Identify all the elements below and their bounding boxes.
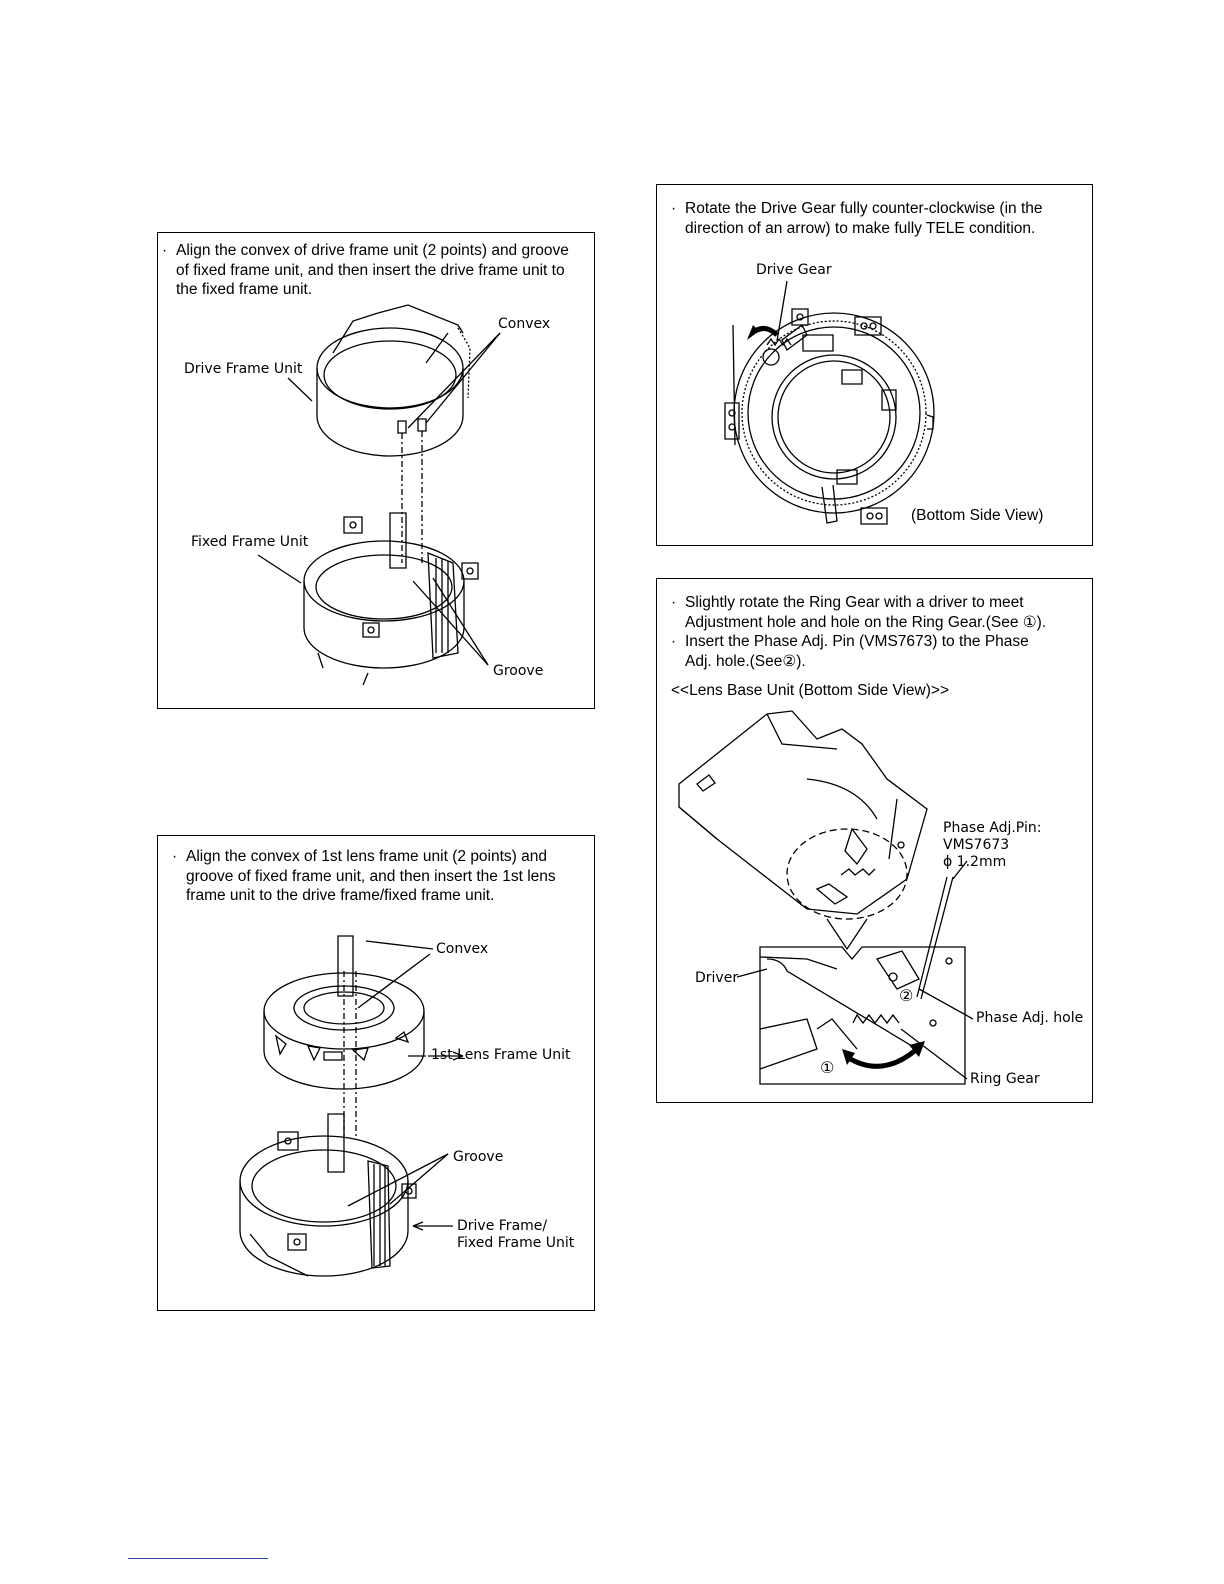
instruction-item-1: ·Slightly rotate the Ring Gear with a dr… (671, 594, 1047, 631)
caption-lens-base-unit: <<Lens Base Unit (Bottom Side View)>> (671, 682, 950, 699)
label-groove: Groove (493, 663, 544, 679)
instruction-lens-frame: ·Align the convex of 1st lens frame unit… (172, 847, 592, 906)
instruction-text: Align the convex of drive frame unit (2 … (176, 242, 569, 298)
label-circled-two: ② (899, 986, 914, 1005)
label-ring-gear: Ring Gear (970, 1071, 1040, 1087)
label-groove: Groove (453, 1149, 504, 1165)
label-1st-lens-frame-unit: 1st Lens Frame Unit (431, 1047, 571, 1063)
label-phase-adj-pin: Phase Adj.Pin: VMS7673 ϕ 1.2mm (943, 820, 1042, 870)
label-driver: Driver (695, 970, 739, 986)
lens-frame-diagram (158, 836, 596, 1312)
label-drive-gear: Drive Gear (756, 262, 832, 278)
drive-gear-diagram (657, 185, 1094, 547)
instructions-ring-gear: ·Slightly rotate the Ring Gear with a dr… (671, 593, 1091, 671)
panel-lens-frame: ·Align the convex of 1st lens frame unit… (157, 835, 595, 1311)
footer-rule (128, 1558, 268, 1559)
label-convex: Convex (498, 316, 551, 332)
label-fixed-frame-unit: Fixed Frame Unit (191, 534, 309, 550)
label-bottom-side-view: (Bottom Side View) (911, 507, 1044, 524)
label-circled-one: ① (820, 1058, 835, 1077)
label-drive-fixed-frame-unit: Drive Frame/ Fixed Frame Unit (457, 1218, 575, 1251)
instruction-drive-frame: ·Align the convex of drive frame unit (2… (162, 241, 590, 300)
instruction-text: Rotate the Drive Gear fully counter-cloc… (685, 200, 1043, 237)
instruction-text: Align the convex of 1st lens frame unit … (186, 848, 556, 904)
instruction-item-2: ·Insert the Phase Adj. Pin (VMS7673) to … (671, 633, 1029, 670)
panel-drive-frame: ·Align the convex of drive frame unit (2… (157, 232, 595, 709)
drive-frame-diagram (158, 233, 596, 710)
label-convex: Convex (436, 941, 489, 957)
panel-drive-gear: ·Rotate the Drive Gear fully counter-clo… (656, 184, 1093, 546)
panel-ring-gear: ·Slightly rotate the Ring Gear with a dr… (656, 578, 1093, 1103)
label-drive-frame-unit: Drive Frame Unit (184, 361, 303, 377)
label-phase-adj-hole: Phase Adj. hole (976, 1010, 1084, 1026)
instruction-drive-gear: ·Rotate the Drive Gear fully counter-clo… (671, 199, 1089, 238)
lens-base-diagram (657, 579, 1094, 1104)
